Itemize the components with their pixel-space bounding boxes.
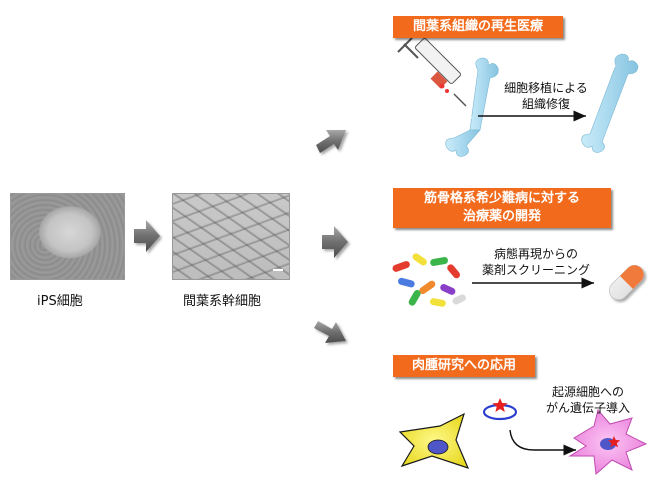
oncogene-plasmid-icon xyxy=(482,398,518,421)
healed-bone-icon xyxy=(581,53,639,153)
note-line: 細胞移植による xyxy=(504,81,588,95)
tumor-cell-icon xyxy=(568,408,648,476)
damaged-bone-icon xyxy=(445,57,499,157)
note-line: がん遺伝子導入 xyxy=(545,401,630,415)
section-drug-note: 病態再現からの 薬剤スクリーニング xyxy=(476,246,596,278)
transduction-arrow xyxy=(509,429,576,456)
note-line: 起源細胞への xyxy=(551,385,624,399)
scattered-pills-icon xyxy=(392,253,466,307)
msc-photo xyxy=(172,193,290,280)
arrow-to-regenerative xyxy=(316,130,346,153)
section-regenerative-note: 細胞移植による 組織修復 xyxy=(496,80,596,112)
section-sarcoma-title: 肉腫研究への応用 xyxy=(393,355,535,377)
section-title-line: 肉腫研究への応用 xyxy=(411,358,516,373)
section-title-line: 間葉系組織の再生医療 xyxy=(412,19,543,34)
note-line: 病態再現からの xyxy=(493,247,578,261)
section-title-line: 治療薬の開発 xyxy=(462,209,541,224)
scale-bar xyxy=(273,269,283,271)
note-line: 組織修復 xyxy=(521,97,570,111)
capsule-icon xyxy=(609,265,644,300)
arrow-ips-to-msc xyxy=(134,220,160,252)
msc-caption: 間葉系幹細胞 xyxy=(183,294,262,309)
arrow-to-drug xyxy=(322,226,348,258)
normal-cell-icon xyxy=(398,412,470,469)
arrow-to-sarcoma xyxy=(314,321,346,343)
note-line: 薬剤スクリーニング xyxy=(481,263,590,277)
section-drug-title: 筋骨格系希少難病に対する 治療薬の開発 xyxy=(393,188,611,228)
section-sarcoma-note: 起源細胞への がん遺伝子導入 xyxy=(532,384,644,416)
section-regenerative-title: 間葉系組織の再生医療 xyxy=(393,16,563,38)
syringe-icon xyxy=(397,37,467,107)
ips-cell-caption: iPS細胞 xyxy=(37,294,83,309)
section-title-line: 筋骨格系希少難病に対する xyxy=(423,191,580,206)
ips-cell-photo xyxy=(10,193,125,280)
